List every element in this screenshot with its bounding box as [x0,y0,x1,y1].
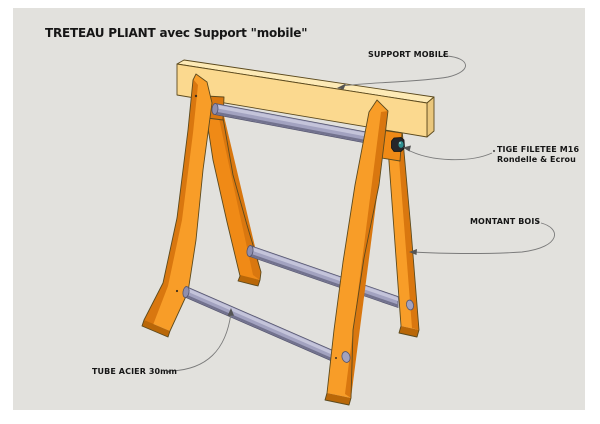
middle-steel-tube [246,244,399,309]
rear-right-leg-side-face [395,107,419,330]
tube-pin-dot-left [175,289,179,293]
beam-front-face [176,63,428,138]
rear-left-leg-outline [202,94,262,287]
front-left-leg-outline [141,73,213,338]
front-left-leg-side-face [144,79,198,325]
front-left-leg [141,73,213,338]
front-right-tube-hole [341,351,351,363]
page-title: TRETEAU PLIANT avec Support "mobile" [45,26,308,40]
callout-montant-bois: MONTANT BOIS [470,217,540,226]
front-right-leg-side-face [345,111,388,398]
front-left-leg-face [144,74,212,331]
callout-montant-bois-text: MONTANT BOIS [470,217,541,226]
leader-lines [167,53,555,373]
leader-dot-support [442,53,446,57]
top-steel-tube [211,103,375,145]
bolt-nut [391,137,405,152]
callout-tige-filetee-line2: Rondelle & Ecrou [497,154,576,164]
callout-tube-acier-text: TUBE ACIER 30mm [92,367,178,376]
rear-left-leg [202,94,262,287]
leader-support-mobile [341,55,466,87]
leader-tige-filetee [405,148,493,161]
middle-tube-shade [250,253,398,307]
rear-right-tube-hole [406,299,414,311]
callout-support-mobile: SUPPORT MOBILE [368,50,449,59]
leader-tube-acier [171,312,232,372]
lower-steel-tube [182,285,334,363]
top-tube-highlight [215,104,374,138]
callout-tige-filetee: TIGE FILETEE M16 Rondelle & Ecrou [497,145,579,164]
middle-tube-highlight [250,246,398,301]
leader-arrow-tube [227,308,234,316]
leader-arrow-support [337,83,346,90]
beam-end-face [426,96,435,138]
leader-arrow-tige [403,145,411,152]
rear-left-foot-bevel [238,275,260,286]
leader-dot-tige [492,149,496,153]
front-right-leg-face [327,100,388,398]
callout-tube-acier: TUBE ACIER 30mm [92,367,177,376]
leader-dot-montant [536,220,540,223]
leader-montant-bois [413,222,555,254]
front-left-foot-bevel [142,320,170,337]
bolt-highlight [399,142,401,144]
front-right-foot-bevel [325,393,351,405]
top-tube-shade [215,111,374,144]
rear-right-foot-bevel [399,326,419,337]
threaded-rod-bolt-icon [391,137,405,152]
beam-support [176,59,435,138]
callout-support-mobile-text: SUPPORT MOBILE [368,50,449,59]
leader-arrow-montant [409,249,417,255]
pivot-screw-dot [194,94,198,98]
callout-tige-filetee-line1: TIGE FILETEE M16 [497,145,580,154]
lower-tube-highlight [186,287,333,355]
tube-pin-dot-right [335,357,337,359]
front-right-leg-outline [324,99,389,406]
top-tube-end-cap [211,103,219,115]
front-right-leg [324,99,389,406]
lower-tube-shade [186,294,333,361]
bolt-washer-face [398,141,404,148]
middle-tube-end-cap [246,245,254,257]
leader-dot-tube [167,370,171,373]
lower-tube-end-cap [182,286,190,298]
